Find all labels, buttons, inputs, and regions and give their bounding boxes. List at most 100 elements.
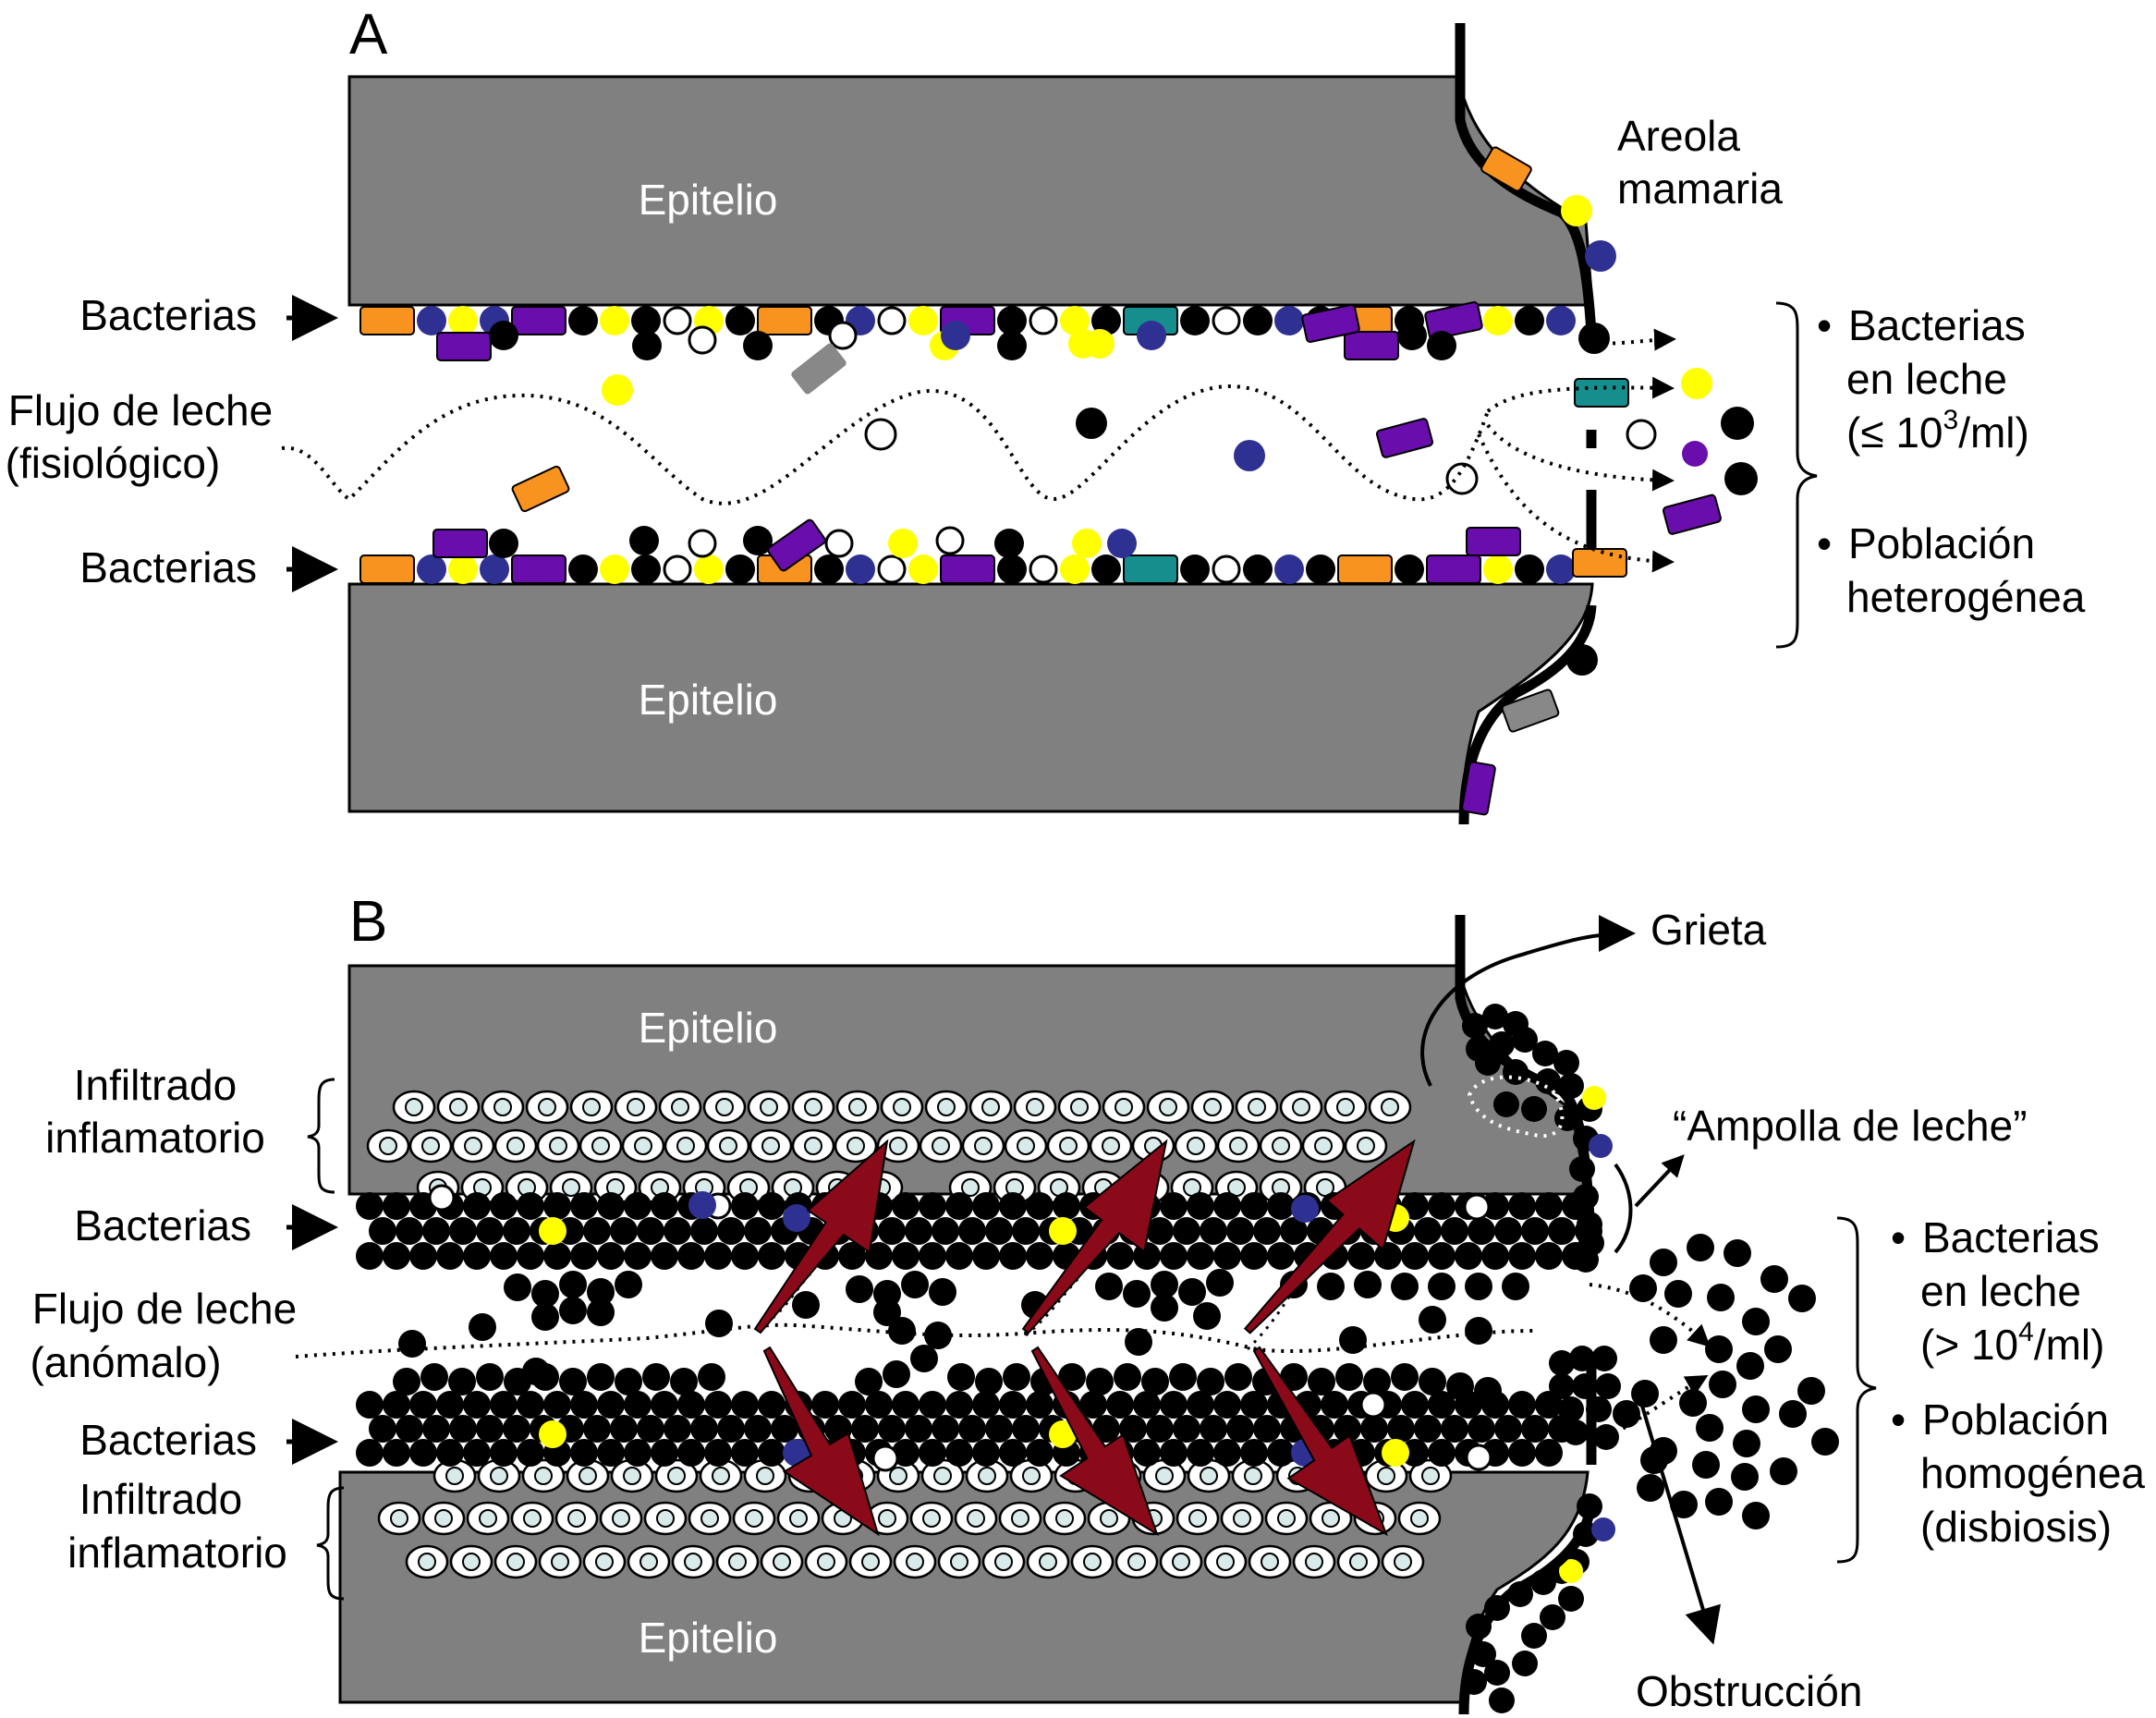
bacterium-coccus — [883, 1360, 910, 1388]
bacteria-label-bottom-a: Bacterias — [79, 543, 257, 591]
bacterium-coccus — [420, 1363, 448, 1391]
bacterium-coccus — [1494, 1217, 1522, 1245]
bacterium-coccus — [1095, 1273, 1123, 1300]
bacterium-coccus-white — [1445, 462, 1479, 495]
bacterium-coccus — [1508, 1242, 1536, 1270]
bacterium-rod-teal — [1574, 378, 1629, 408]
inflammation-arrows — [753, 1139, 1416, 1537]
bacterium-coccus — [1679, 1389, 1707, 1417]
bacterium-coccus — [1553, 1050, 1579, 1076]
bacterium-coccus — [583, 1415, 611, 1443]
bacteria-mass-top-b — [356, 1184, 1602, 1331]
bacterium-coccus — [731, 1391, 759, 1419]
bacterium-coccus — [490, 1192, 518, 1220]
grieta-pointer — [1420, 915, 1636, 1087]
infiltrate-top-line1: Infiltrado — [74, 1061, 237, 1109]
bacterium-coccus — [1535, 1439, 1563, 1467]
bacterium-coccus — [463, 1391, 491, 1419]
bacteria-label-bottom-b: Bacterias — [79, 1416, 257, 1464]
bacterium-coccus — [1696, 1414, 1724, 1442]
bacterium-coccus — [476, 1363, 504, 1391]
bacterium-coccus — [878, 1415, 906, 1443]
flow-label-a-line1: Flujo de leche — [8, 386, 273, 434]
bacterium-coccus — [1465, 1317, 1492, 1345]
bacterium-coccus — [1200, 1415, 1227, 1443]
bacterium-coccus — [570, 1439, 598, 1467]
bacterium-coccus — [744, 1415, 772, 1443]
bacterium-coccus — [717, 1217, 745, 1245]
bacterium-coccus — [731, 1439, 759, 1467]
bacterium-coccus — [1742, 1395, 1770, 1423]
bacterium-coccus — [1354, 1271, 1382, 1298]
bacterium-coccus-white — [663, 306, 692, 335]
bacterium-coccus — [814, 554, 844, 584]
bacterium-coccus — [1026, 1242, 1054, 1270]
bacterium-coccus — [1213, 1192, 1241, 1220]
bacterium-coccus — [1631, 1380, 1659, 1407]
inflammatory-cell-nucleus — [493, 1098, 512, 1116]
bacterium-coccus — [1086, 1368, 1114, 1395]
bacterium-coccus — [725, 306, 755, 335]
bacterium-coccus — [1224, 1363, 1252, 1391]
bacterium-coccus — [559, 1297, 587, 1324]
bacterium-coccus — [449, 1415, 477, 1443]
epithelium-bottom-a — [347, 582, 1594, 813]
bacterium-coccus — [1532, 1041, 1558, 1066]
note-b2-line3: (disbiosis) — [1920, 1503, 2112, 1551]
bacterium-coccus — [888, 529, 918, 558]
bacterium-coccus — [570, 1391, 598, 1419]
bacterium-coccus — [1253, 1217, 1281, 1245]
bacterium-coccus — [531, 1303, 559, 1331]
inflammation-arrow — [1030, 1346, 1159, 1537]
inflammatory-cell-nucleus — [379, 1137, 397, 1155]
bacterium-coccus — [1243, 554, 1273, 584]
inflammatory-cell-nucleus — [712, 1467, 730, 1485]
lumen-bacteria-a — [511, 343, 1758, 578]
bacterium-coccus-navy — [1585, 240, 1616, 272]
bacterium-coccus — [1391, 1273, 1419, 1300]
inflammatory-cell-nucleus — [1155, 1467, 1174, 1485]
inflammatory-cell-nucleus — [773, 1553, 791, 1571]
bacterium-coccus — [1637, 1474, 1664, 1502]
inflammatory-cell-nucleus — [671, 1098, 689, 1116]
inflammatory-cell-nucleus — [719, 1137, 737, 1155]
bacterium-coccus — [1387, 1415, 1415, 1443]
panel-a: A Epitelio Epitelio — [6, 3, 2086, 825]
bacterium-coccus — [1123, 1280, 1151, 1308]
bacterium-coccus-white — [663, 554, 692, 584]
note-a1-line3-pre: (≤ 10 — [1846, 408, 1943, 457]
bacterium-coccus — [985, 1415, 1013, 1443]
bacterium-coccus — [615, 1368, 642, 1395]
bacterium-rod — [511, 306, 566, 335]
bacterium-coccus — [999, 1192, 1027, 1220]
bacterium-coccus — [743, 526, 773, 555]
bacterium-coccus — [597, 1439, 625, 1467]
inflammatory-cell-nucleus — [479, 1509, 497, 1528]
bacterium-coccus — [1428, 1391, 1456, 1419]
note-b1-line1: Bacterias — [1922, 1213, 2100, 1261]
bacterium-coccus-white — [1029, 554, 1058, 584]
bacterium-coccus — [865, 1242, 893, 1270]
bacterium-coccus — [1193, 1302, 1221, 1330]
bacterium-coccus — [811, 1391, 839, 1419]
inflammatory-cell-nucleus — [804, 1137, 822, 1155]
bacterium-coccus — [1133, 1391, 1161, 1419]
areola-outline-top-b — [1455, 915, 1597, 1258]
bacterium-coccus — [1709, 1371, 1736, 1398]
inflammatory-cell-nucleus — [1277, 1509, 1296, 1528]
bacterium-coccus — [743, 331, 773, 360]
bacterium-coccus — [1483, 554, 1513, 584]
brace-b — [1836, 1216, 1877, 1564]
bacterium-coccus — [469, 1313, 496, 1341]
bacterium-coccus — [838, 1391, 866, 1419]
bacterium-coccus — [1589, 1134, 1613, 1158]
bacterium-coccus — [568, 554, 598, 584]
bacterium-coccus — [409, 1391, 437, 1419]
bacterium-coccus — [1779, 1400, 1807, 1428]
bacterium-coccus — [892, 1192, 920, 1220]
inflammatory-cell-nucleus — [700, 1509, 719, 1528]
bacterium-coccus — [1481, 1242, 1509, 1270]
bacterium-coccus — [651, 1242, 678, 1270]
inflammatory-cell-nucleus — [1039, 1553, 1057, 1571]
